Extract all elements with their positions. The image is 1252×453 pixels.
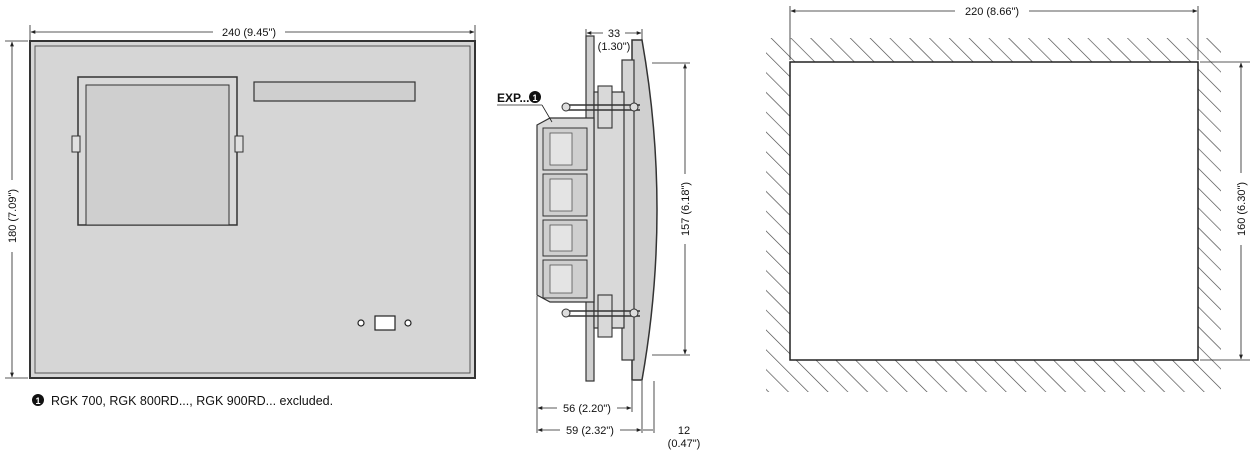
cutout-height-label: 160 (6.30") <box>1236 182 1248 236</box>
side-33-label-in: (1.30") <box>598 41 631 53</box>
front-view: 240 (9.45") 180 (7.09") <box>5 25 476 379</box>
exp-marker-number: 1 <box>532 93 537 103</box>
footnote: 1 RGK 700, RGK 800RD..., RGK 900RD... ex… <box>32 394 333 408</box>
exp-label: EXP... <box>497 91 529 105</box>
led-right <box>404 319 412 327</box>
side-view: EXP... 1 33 (1.30") 157 (6.18") 56 (2.20… <box>497 27 700 450</box>
front-port <box>374 315 396 331</box>
side-12-label-in: (0.47") <box>668 438 701 450</box>
cutout-view: 220 (8.66") 160 (6.30") <box>766 4 1250 392</box>
front-width-label: 240 (9.45") <box>222 27 276 39</box>
side-12-label: 12 <box>678 425 690 437</box>
side-56-label: 56 (2.20") <box>563 403 611 415</box>
front-height-label: 180 (7.09") <box>7 189 19 243</box>
side-height-label: 157 (6.18") <box>680 182 692 236</box>
side-front-bezel <box>631 39 658 381</box>
display-clip-left <box>71 135 81 153</box>
side-59-label: 59 (2.32") <box>566 425 614 437</box>
footnote-marker <box>32 394 44 406</box>
display-clip-right <box>234 135 244 153</box>
exp-marker <box>529 91 541 103</box>
cutout-opening <box>789 61 1199 361</box>
fixing-screw-bottom <box>561 294 640 338</box>
cutout-width-label: 220 (8.66") <box>965 6 1019 18</box>
label-slot <box>253 81 416 102</box>
front-panel-inner <box>34 45 471 374</box>
fixing-screw-top <box>561 85 640 129</box>
led-left <box>357 319 365 327</box>
footnote-text: RGK 700, RGK 800RD..., RGK 900RD... excl… <box>51 394 333 408</box>
display-screen <box>85 84 230 226</box>
footnote-marker-number: 1 <box>35 396 40 406</box>
side-33-label: 33 <box>608 28 620 40</box>
